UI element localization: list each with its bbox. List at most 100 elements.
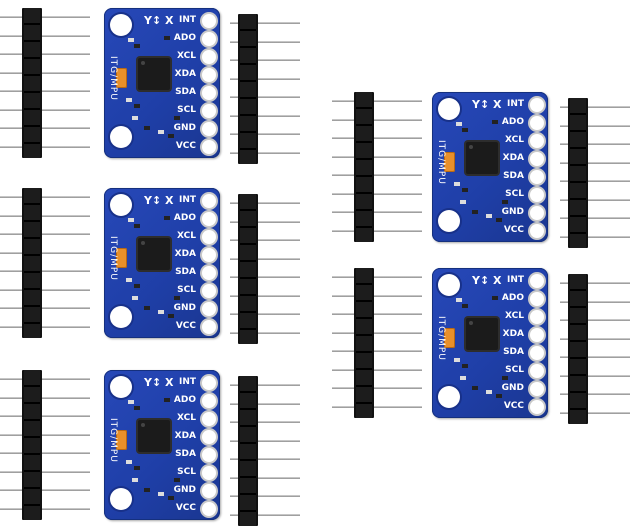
- pin-row: GND: [158, 482, 216, 500]
- pin-label: ADO: [173, 33, 196, 43]
- smd-component: [462, 364, 468, 368]
- header-pin: [560, 411, 630, 414]
- header-pin: [0, 53, 90, 55]
- solder-pad: [202, 194, 216, 208]
- header-pin: [230, 495, 300, 497]
- solder-pad: [530, 134, 544, 148]
- pin-label: SDA: [175, 267, 196, 277]
- header-pin: [560, 356, 630, 358]
- axis-marking: Y↕ X: [472, 98, 502, 111]
- header-plastic: [238, 194, 258, 344]
- pin-row: ADO: [158, 392, 216, 410]
- mounting-hole: [110, 306, 132, 328]
- pin-label: XDA: [502, 153, 524, 163]
- header-pin: [0, 214, 90, 217]
- smd-component: [126, 278, 132, 282]
- solder-pad: [202, 284, 216, 298]
- smd-component: [144, 488, 150, 492]
- smd-component: [126, 98, 132, 102]
- smd-component: [168, 134, 174, 138]
- header-pin: [332, 118, 422, 121]
- smd-component: [492, 296, 498, 300]
- header-plastic: [238, 376, 258, 526]
- pin-row: INT: [486, 272, 544, 290]
- smd-component: [454, 358, 460, 362]
- axis-marking: Y↕ X: [144, 376, 174, 389]
- header-pin: [230, 133, 300, 135]
- smd-component: [492, 120, 498, 124]
- header-pin: [0, 470, 90, 473]
- pin-label: XDA: [174, 69, 196, 79]
- header-pin: [560, 143, 630, 145]
- header-pin: [230, 476, 300, 479]
- pin-label: XCL: [177, 51, 196, 61]
- pin-label: SDA: [503, 171, 524, 181]
- smd-component: [164, 398, 170, 402]
- board-brand-label: ITG/MPU: [436, 316, 446, 361]
- smd-component: [462, 188, 468, 192]
- header-pin: [230, 202, 300, 204]
- smd-component: [128, 218, 134, 222]
- solder-pad: [202, 50, 216, 64]
- smd-component: [134, 406, 140, 410]
- mounting-hole: [110, 194, 132, 216]
- header-pin: [0, 108, 90, 111]
- pin-row: ADO: [486, 290, 544, 308]
- header-pin: [230, 114, 300, 117]
- pin-row: INT: [158, 192, 216, 210]
- header-pin: [0, 307, 90, 309]
- pin-label: XDA: [502, 329, 524, 339]
- pin-row: VCC: [158, 318, 216, 336]
- smd-component: [164, 36, 170, 40]
- smd-component: [126, 460, 132, 464]
- board-brand-label: ITG/MPU: [108, 236, 118, 281]
- smd-component: [134, 104, 140, 108]
- header-pin: [560, 300, 630, 303]
- pin-header: [332, 266, 428, 422]
- axis-marking: Y↕ X: [472, 274, 502, 287]
- pin-label: ADO: [501, 117, 524, 127]
- solder-pad: [202, 394, 216, 408]
- pin-label: XDA: [174, 249, 196, 259]
- pin-label: SCL: [505, 189, 524, 199]
- solder-pad: [530, 98, 544, 112]
- solder-pad: [202, 122, 216, 136]
- solder-pad: [202, 502, 216, 516]
- header-pin: [332, 276, 422, 278]
- header-pin: [0, 251, 90, 254]
- pin-label: INT: [506, 99, 524, 109]
- smd-component: [502, 376, 508, 380]
- header-pin: [230, 421, 300, 423]
- pin-row: XDA: [158, 66, 216, 84]
- pin-row: ADO: [158, 30, 216, 48]
- header-pin: [332, 331, 422, 334]
- header-pin: [332, 387, 422, 389]
- pin-header: [560, 272, 640, 428]
- axis-marking: Y↕ X: [144, 14, 174, 27]
- smd-component: [158, 310, 164, 314]
- header-pin: [230, 384, 300, 386]
- smd-component: [462, 128, 468, 132]
- header-pin: [0, 288, 90, 291]
- header-pin: [332, 137, 422, 139]
- pin-label: SDA: [503, 347, 524, 357]
- smd-component: [128, 38, 134, 42]
- header-plastic: [22, 188, 42, 338]
- smd-component: [134, 44, 140, 48]
- header-pin: [560, 161, 630, 164]
- pin-row: INT: [486, 96, 544, 114]
- header-plastic: [238, 14, 258, 164]
- solder-pad: [202, 466, 216, 480]
- header-pin: [0, 233, 90, 235]
- header-pin: [332, 155, 422, 158]
- solder-pad: [530, 170, 544, 184]
- pin-row: SDA: [486, 344, 544, 362]
- header-pin: [0, 396, 90, 399]
- pin-label: INT: [178, 15, 196, 25]
- sensor-chip: [466, 142, 498, 174]
- pin-row: SDA: [486, 168, 544, 186]
- header-pin: [230, 40, 300, 43]
- header-pin: [560, 106, 630, 108]
